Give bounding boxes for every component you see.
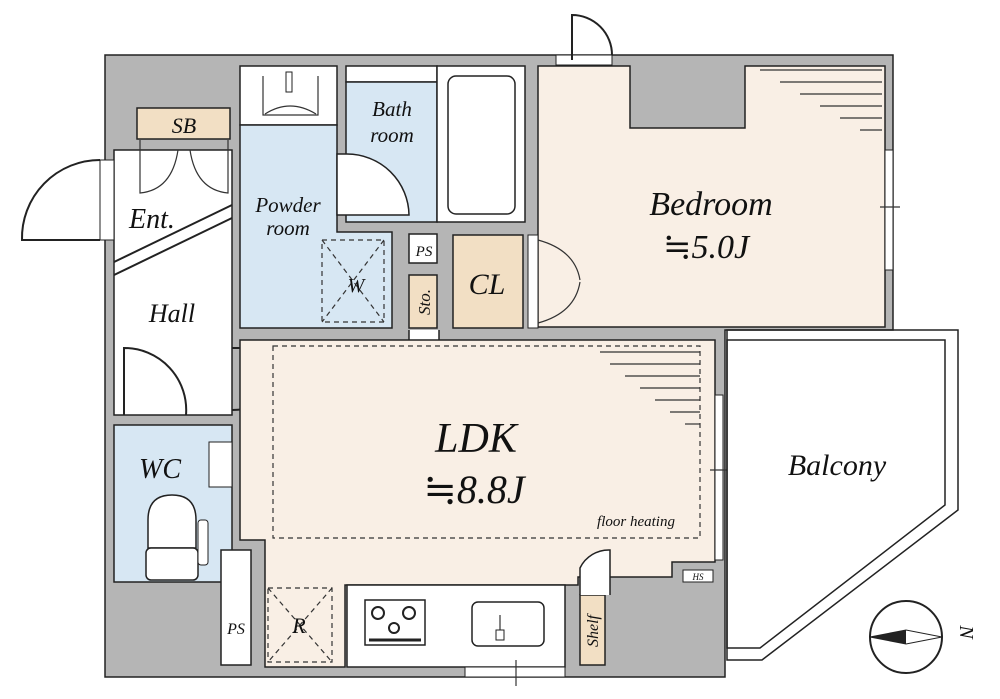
label-hall: Hall xyxy=(148,299,195,328)
label-storage: Sto. xyxy=(415,289,434,315)
label-shelf: Shelf xyxy=(585,612,602,647)
label-entrance: Ent. xyxy=(128,204,175,235)
label-balcony: Balcony xyxy=(788,449,887,482)
closet-area xyxy=(452,234,524,329)
label-ps-bottom: PS xyxy=(226,621,245,638)
bath-door xyxy=(336,153,410,216)
label-bath-2: room xyxy=(370,123,414,147)
label-hs: HS xyxy=(692,572,704,582)
wc-door xyxy=(123,346,188,416)
storage-area xyxy=(408,274,438,329)
label-bath-1: Bath xyxy=(372,97,412,121)
pipe-space-top xyxy=(408,233,438,264)
bathtub-icon xyxy=(447,75,516,215)
label-sb: SB xyxy=(172,113,196,138)
floor-heating-zone xyxy=(272,345,701,539)
refrigerator-space xyxy=(267,587,333,663)
ldk-window-hatch xyxy=(600,351,700,425)
shelf-area xyxy=(579,594,606,666)
label-ldk: LDK xyxy=(434,416,519,462)
stove-icon xyxy=(364,599,426,646)
entrance-step xyxy=(113,204,233,276)
balcony-area xyxy=(726,329,959,661)
compass-north-label: N xyxy=(955,624,977,640)
closet-doors xyxy=(527,234,581,329)
bedroom-window xyxy=(884,149,894,271)
bedroom-window-hatch xyxy=(760,69,882,131)
ldk-area xyxy=(239,339,716,668)
compass-icon xyxy=(869,600,943,674)
bedroom-area xyxy=(537,65,886,328)
label-ldk-size: ≒8.8J xyxy=(423,467,527,512)
label-washer: W xyxy=(348,275,367,297)
label-powder-room-1: Powder xyxy=(254,193,321,217)
label-ps-top: PS xyxy=(415,244,433,260)
entrance-door xyxy=(20,159,115,241)
shoe-box xyxy=(136,107,231,140)
label-floor-heating: floor heating xyxy=(597,514,675,530)
bedroom-top-door xyxy=(555,13,613,66)
label-closet: CL xyxy=(469,268,506,301)
ldk-window xyxy=(714,394,724,561)
label-bedroom-size: ≒5.0J xyxy=(663,229,751,266)
washer-space xyxy=(321,239,385,323)
label-wc: WC xyxy=(139,454,181,485)
label-refrigerator: R xyxy=(291,613,306,638)
label-powder-room-2: room xyxy=(266,216,310,240)
toilet-icon xyxy=(145,494,209,581)
shoe-box-doors xyxy=(139,140,229,194)
washbasin-icon xyxy=(262,76,319,116)
powder-room-area xyxy=(239,124,393,329)
label-bedroom: Bedroom xyxy=(649,186,772,223)
pipe-space-bottom xyxy=(220,549,252,666)
sink-icon xyxy=(471,601,545,647)
